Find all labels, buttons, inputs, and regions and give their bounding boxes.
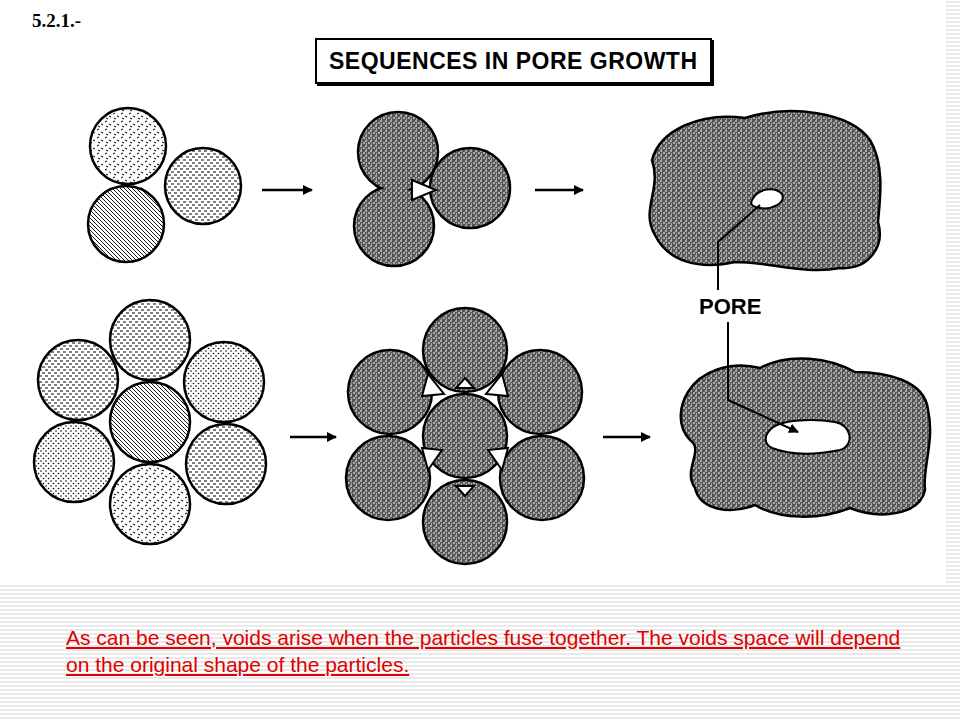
caption-text: As can be seen, voids arise when the par… [66,624,901,678]
title-box: SEQUENCES IN PORE GROWTH [315,38,712,84]
pore-label: PORE [697,294,763,320]
section-number: 5.2.1.- [32,10,81,32]
